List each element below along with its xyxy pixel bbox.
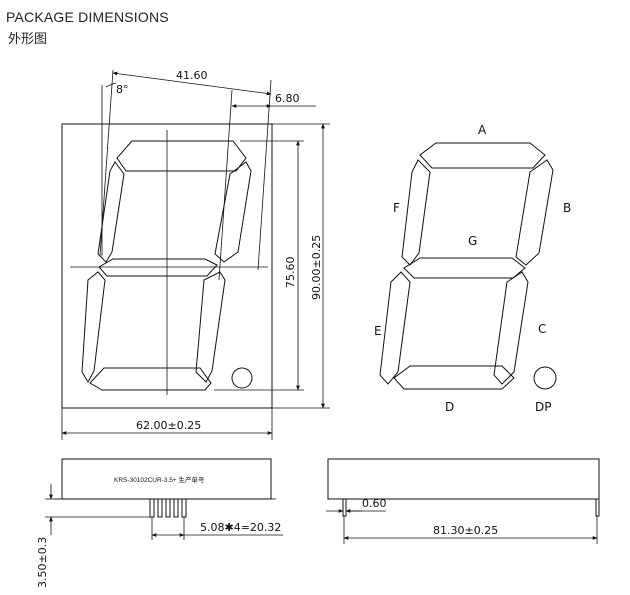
side-body-outline [327, 458, 600, 500]
page-subtitle: 外形图 [8, 32, 48, 47]
slant-width-label: 41.60 [176, 69, 208, 82]
segment-label-f: F [393, 201, 400, 215]
side-pin-left [342, 498, 347, 517]
segment-map [379, 142, 557, 390]
body-width-label: 62.00±0.25 [136, 419, 201, 432]
map-decimal-point [533, 366, 557, 390]
pin-length-label: 3.50±0.3 [36, 537, 49, 588]
map-segment-g [403, 257, 526, 279]
map-segment-e [379, 271, 411, 385]
front-segment-b [214, 161, 252, 263]
front-segment-c [195, 271, 226, 383]
side-pin-right [595, 498, 600, 517]
map-segment-a [419, 142, 546, 169]
front-segment-a [116, 140, 247, 172]
map-segment-d [393, 365, 515, 390]
front-segment-f [97, 161, 125, 263]
map-segment-f [401, 159, 431, 266]
slant-reference-right-b [218, 89, 233, 281]
body-height-label: 90.00±0.25 [310, 235, 323, 300]
front-segment-g [98, 258, 218, 277]
side-width-label: 81.30±0.25 [433, 524, 498, 537]
part-marking: KRS-30102CUR-3.5+ 生产单号 [114, 475, 205, 484]
segment-label-dp: DP [535, 400, 551, 414]
pin-1 [149, 498, 155, 518]
pin-thickness-label: 0.60 [362, 497, 387, 510]
angle-label: 8° [116, 83, 129, 96]
pin-4 [173, 498, 179, 518]
page-title: PACKAGE DIMENSIONS [6, 9, 169, 25]
segment-label-e: E [374, 324, 382, 338]
map-segment-b [515, 159, 554, 266]
angle-arc [105, 82, 117, 88]
pin-2 [157, 498, 163, 518]
slant-width-dimension-line [112, 71, 272, 96]
pin-3 [165, 498, 171, 518]
digit-height-label: 75.60 [284, 257, 297, 289]
front-segment-e [81, 271, 106, 384]
segment-label-d: D [445, 400, 454, 414]
segment-label-g: G [468, 234, 477, 248]
front-segment-d [89, 367, 212, 391]
slant-reference-right-a [257, 79, 272, 271]
front-decimal-point [231, 367, 253, 389]
pin-pitch-label: 5.08✱4=20.32 [200, 521, 281, 534]
segment-label-b: B [563, 201, 571, 215]
front-body-outline [61, 123, 273, 409]
segment-label-a: A [478, 123, 487, 137]
segment-width-label: 6.80 [275, 92, 300, 105]
segment-label-c: C [538, 322, 546, 336]
map-segment-c [493, 271, 529, 385]
pin-5 [181, 498, 187, 518]
